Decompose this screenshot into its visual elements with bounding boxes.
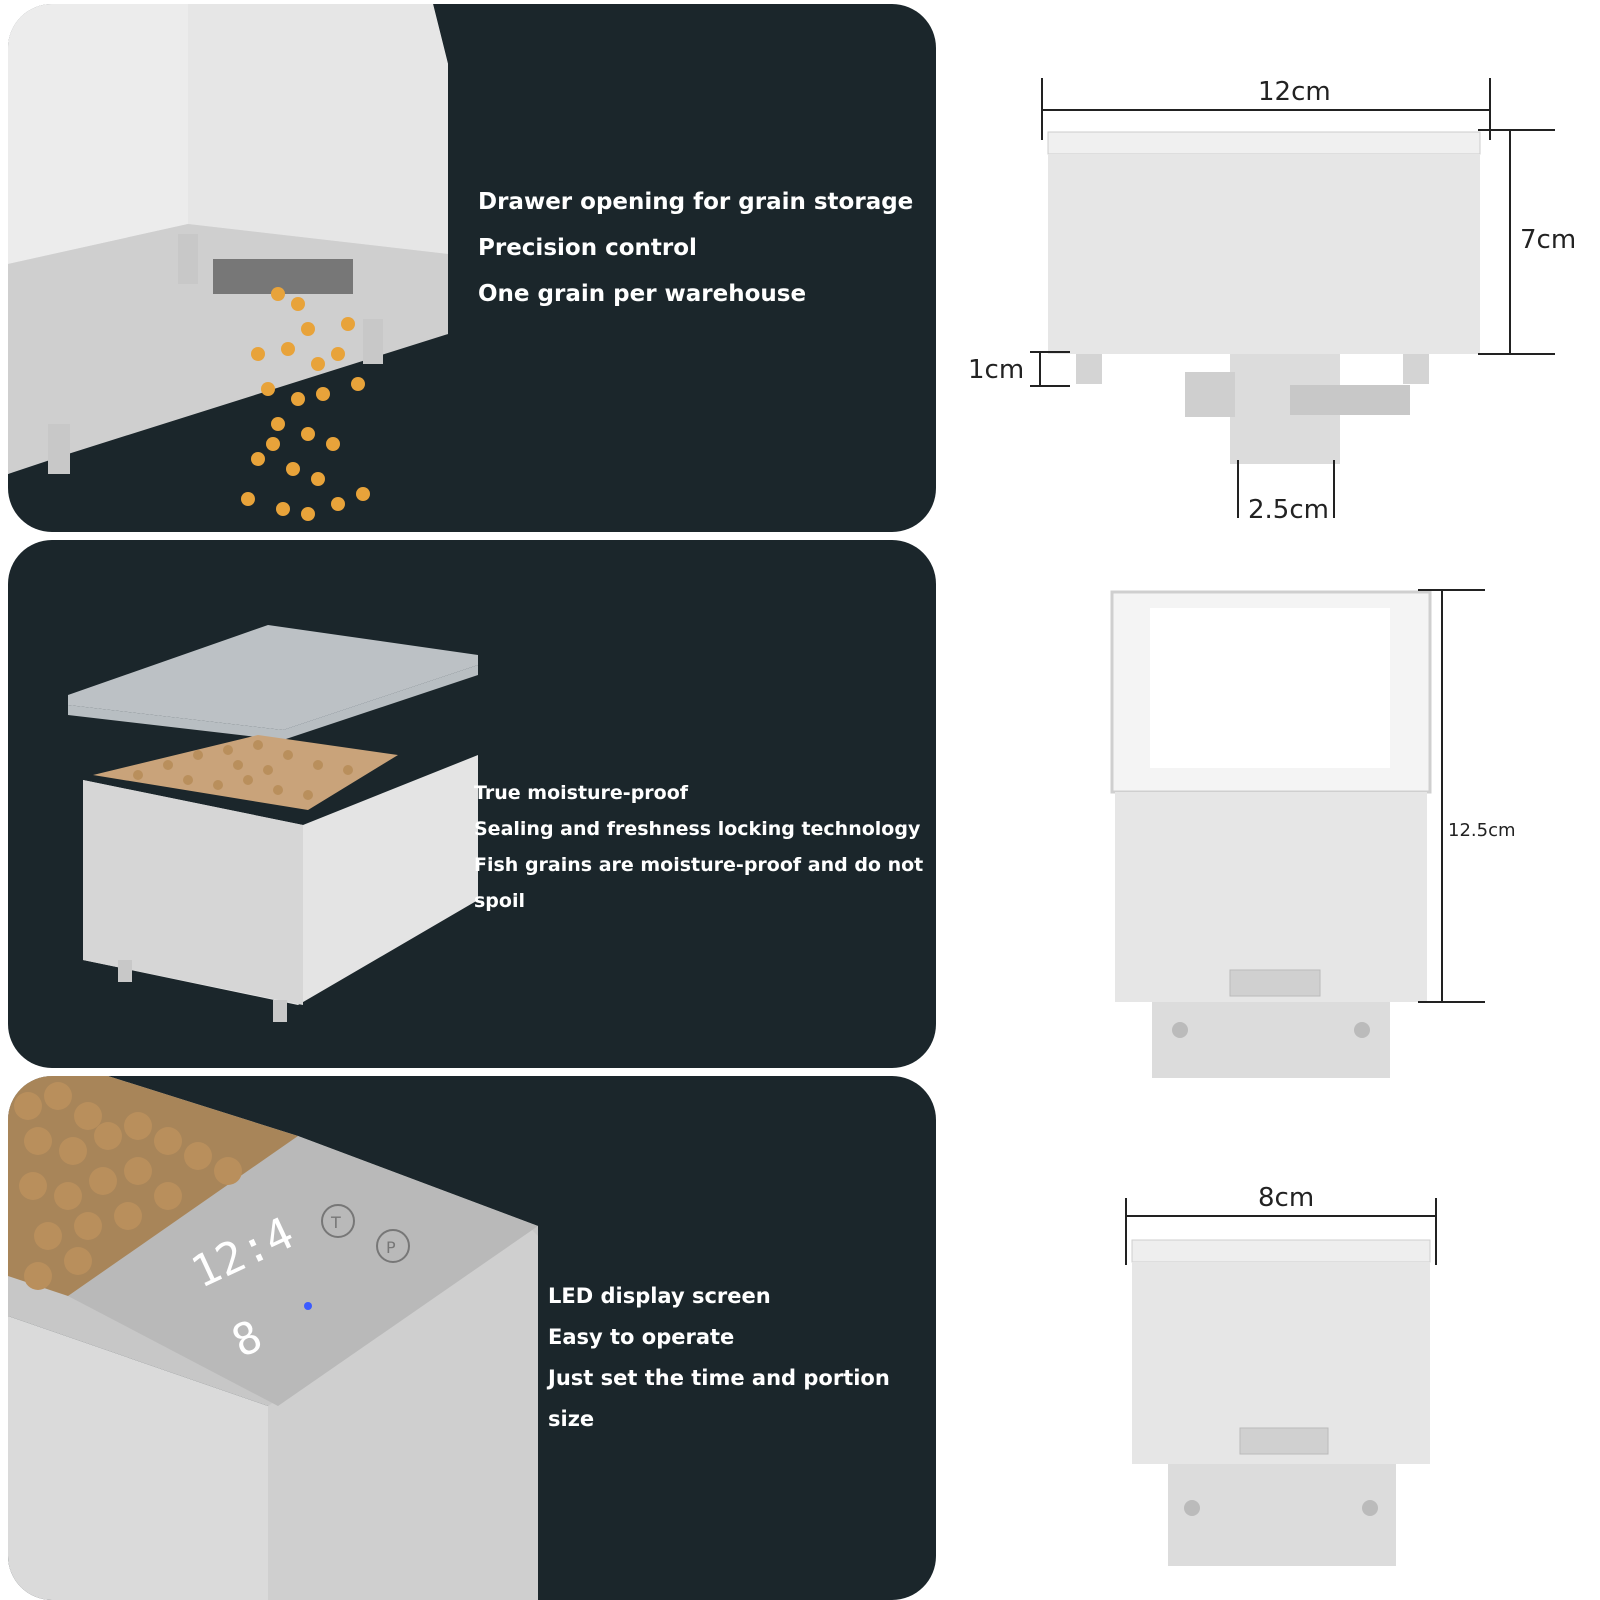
front-open-view-drawing: 12.5cm [1110,589,1516,1078]
feature-panel-moisture: True moisture-proof Sealing and freshnes… [8,540,936,1068]
feature-item: Precision control [478,235,697,261]
height-label: 12.5cm [1448,820,1516,841]
width-label: 8cm [1258,1183,1314,1213]
front-view-drawing: 8cm [1125,1183,1437,1566]
portion-button-ring [376,1229,410,1263]
feeder-open-lid-illustration [68,625,478,1022]
feature-item: Just set the time and portion size [548,1366,890,1431]
status-led [304,1302,312,1310]
feeder-control-panel-illustration: 12:4 8 T P [8,1076,538,1600]
kibble-pile [133,740,353,800]
feature-item: Easy to operate [548,1325,735,1349]
time-button-label: T [330,1213,341,1232]
feet-label: 1cm [968,355,1024,385]
feature-item: Sealing and freshness locking technology [474,818,921,840]
feature-list: LED display screen Easy to operate Just … [548,1276,936,1440]
height-label: 7cm [1520,225,1576,255]
clamp-label: 2.5cm [1248,495,1329,525]
portion-button-label: P [386,1238,396,1257]
feeder-underside-illustration [8,4,448,521]
feature-item: True moisture-proof [474,782,689,804]
feature-list: True moisture-proof Sealing and freshnes… [474,775,936,919]
side-view-drawing: 12cm 7cm 1cm 2.5cm [968,77,1576,525]
feature-item: Drawer opening for grain storage [478,189,914,215]
feature-panel-drawer: Drawer opening for grain storage Precisi… [8,4,936,532]
feature-item: Fish grains are moisture-proof and do no… [474,854,924,912]
feature-list: Drawer opening for grain storage Precisi… [478,179,913,317]
feature-panel-led: 12:4 8 T P LED display screen Easy to op… [8,1076,936,1600]
feature-item: LED display screen [548,1284,771,1308]
kibble-bin [14,1082,242,1290]
falling-grains [241,287,370,521]
width-label: 12cm [1258,77,1331,107]
feature-item: One grain per warehouse [478,281,807,307]
time-button-ring [321,1204,355,1238]
